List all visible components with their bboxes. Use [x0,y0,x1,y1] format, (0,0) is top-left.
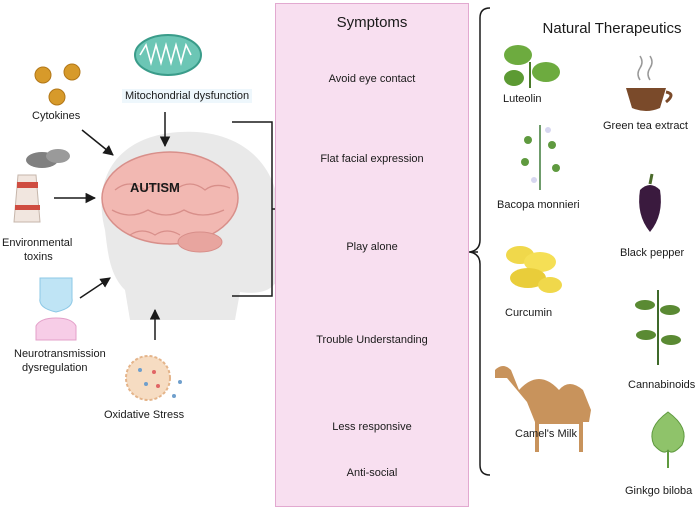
curcumin-icon [506,246,562,293]
therapeutic-label: Curcumin [505,307,553,319]
cytokines-icon [34,63,81,106]
mitochondria-icon [134,34,202,76]
arrow-neuro [79,277,111,299]
teacup-icon [626,55,673,111]
autism-label: AUTISM [130,180,180,195]
therapeutic-label: Ginkgo biloba [625,485,693,497]
symptom-label: Play alone [346,241,398,253]
therapeutic-label: Camel's Milk [515,428,577,440]
therapeutic-label: Bacopa monnieri [497,199,580,211]
therapeutic-label: Green tea extract [603,120,688,132]
oxidative-cell-icon [125,355,182,401]
camel-icon [495,366,591,452]
symptom-label: Anti-social [346,467,398,479]
symptom-label: Avoid eye contact [328,73,416,85]
pepper-icon [639,173,661,232]
symptom-label: Flat facial expression [320,153,424,165]
ginkgo-leaf-icon [651,411,685,468]
luteolin-leaf-icon [504,45,560,88]
neurotransmission-label-2: dysregulation [22,362,88,374]
bracket-cause [232,121,275,297]
symptoms-panel [275,3,469,507]
symptom-label: Trouble Understanding [316,334,428,346]
mitochondrial-label: Mitochondrial dysfunction [122,89,253,103]
bacopa-plant-icon [521,125,560,190]
therapeutic-label: Luteolin [503,93,542,105]
therapeutics-brace [469,7,491,476]
oxidative-label: Oxidative Stress [104,409,185,421]
environmental-label-1: Environmental [2,237,73,249]
cannabis-plant-icon [635,290,681,365]
arrow-cytokines [81,129,114,156]
brain-icon [101,151,239,253]
neurotransmission-label-1: Neurotransmission [14,348,106,360]
therapeutics-title: Natural Therapeutics [542,20,682,37]
symptoms-title: Symptoms [336,14,408,31]
factory-icon [13,149,70,223]
therapeutic-label: Black pepper [620,247,685,259]
therapeutic-label: Cannabinoids [628,379,696,391]
cytokines-label: Cytokines [32,110,81,122]
symptom-label: Less responsive [332,421,412,433]
synapse-icon [35,277,77,341]
environmental-label-2: toxins [24,251,53,263]
